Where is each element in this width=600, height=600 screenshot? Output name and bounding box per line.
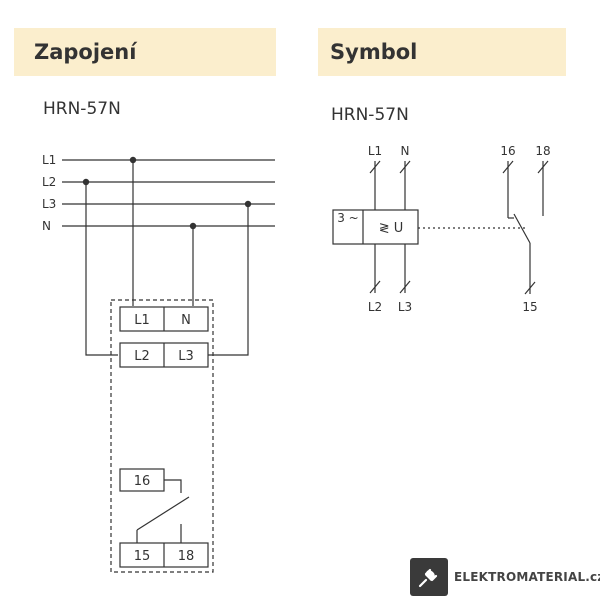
plug-icon	[410, 558, 448, 596]
symbol-label-16: 16	[500, 144, 515, 158]
terminal-label-18: 18	[178, 549, 195, 564]
symbol-label-l1: L1	[368, 144, 382, 158]
relay-contact-arm	[136, 496, 190, 531]
relay-common-wire	[164, 479, 182, 493]
symbol-phase-label: 3 ~	[337, 211, 359, 225]
terminal-mark-n	[399, 160, 411, 174]
terminal-label-16: 16	[134, 474, 151, 489]
terminal-mark-16	[502, 160, 514, 174]
terminal-label-l3: L3	[178, 349, 194, 364]
terminal-mark-15	[524, 281, 536, 295]
junction-dot-l2	[82, 178, 90, 186]
junction-dot-l3	[244, 200, 252, 208]
brand-logo: ELEKTROMATERIAL.cz	[410, 558, 600, 596]
model-label-wiring: HRN-57N	[43, 99, 121, 119]
model-label-symbol: HRN-57N	[331, 105, 409, 125]
terminal-label-l1: L1	[134, 313, 150, 328]
wire-l2-drop	[85, 182, 118, 356]
bus-label-l2: L2	[42, 175, 56, 189]
junction-dot-n	[189, 222, 197, 230]
device-outline	[110, 299, 214, 573]
section-title-wiring: Zapojení	[14, 28, 276, 76]
symbol-label-l3: L3	[398, 300, 412, 314]
terminal-label-n: N	[181, 313, 191, 328]
terminal-mark-l2	[369, 280, 381, 294]
terminal-label-15: 15	[134, 549, 151, 564]
symbol-label-l2: L2	[368, 300, 382, 314]
terminal-mark-18	[537, 160, 549, 174]
symbol-label-n: N	[401, 144, 410, 158]
wire-l3-drop	[208, 204, 249, 356]
symbol-contact-arm	[513, 213, 531, 244]
bus-label-n: N	[42, 219, 51, 233]
symbol-label-18: 18	[535, 144, 550, 158]
symbol-function-label: ≷ U	[379, 221, 404, 236]
bus-label-l1: L1	[42, 153, 56, 167]
bus-label-l3: L3	[42, 197, 56, 211]
terminal-mark-l3	[399, 280, 411, 294]
brand-logo-text: ELEKTROMATERIAL.cz	[454, 570, 600, 584]
section-title-symbol: Symbol	[318, 28, 566, 76]
terminal-label-l2: L2	[134, 349, 150, 364]
junction-dot-l1	[129, 156, 137, 164]
symbol-label-15: 15	[522, 300, 537, 314]
terminal-mark-l1	[369, 160, 381, 174]
